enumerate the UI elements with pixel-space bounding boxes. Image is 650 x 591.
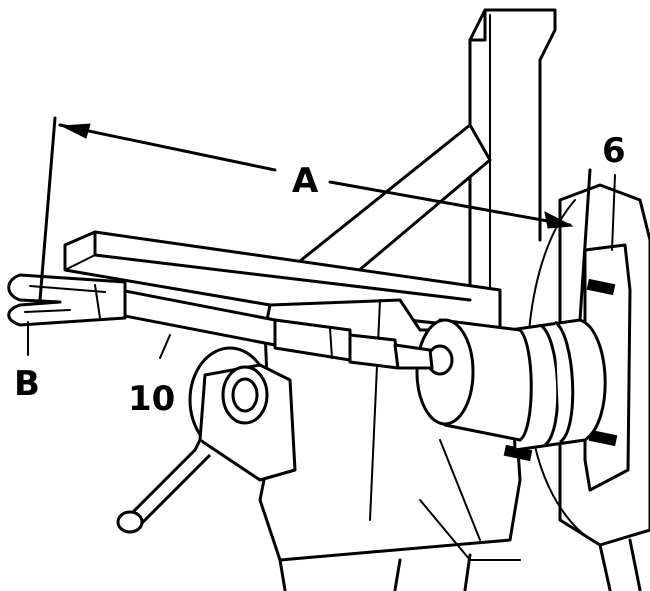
label-point-b: B <box>14 364 40 404</box>
lower-pin-assembly <box>116 346 297 534</box>
fork-end-b <box>7 273 127 327</box>
label-dimension-a: A <box>292 161 319 201</box>
tool-shaft-10 <box>118 288 434 370</box>
dimension-a-line <box>38 116 592 322</box>
cylindrical-adapter <box>415 318 607 452</box>
label-part-6: 6 <box>602 131 626 171</box>
leader-part-6 <box>611 174 616 251</box>
label-part-10: 10 <box>128 379 175 419</box>
leader-part-10 <box>159 334 171 359</box>
